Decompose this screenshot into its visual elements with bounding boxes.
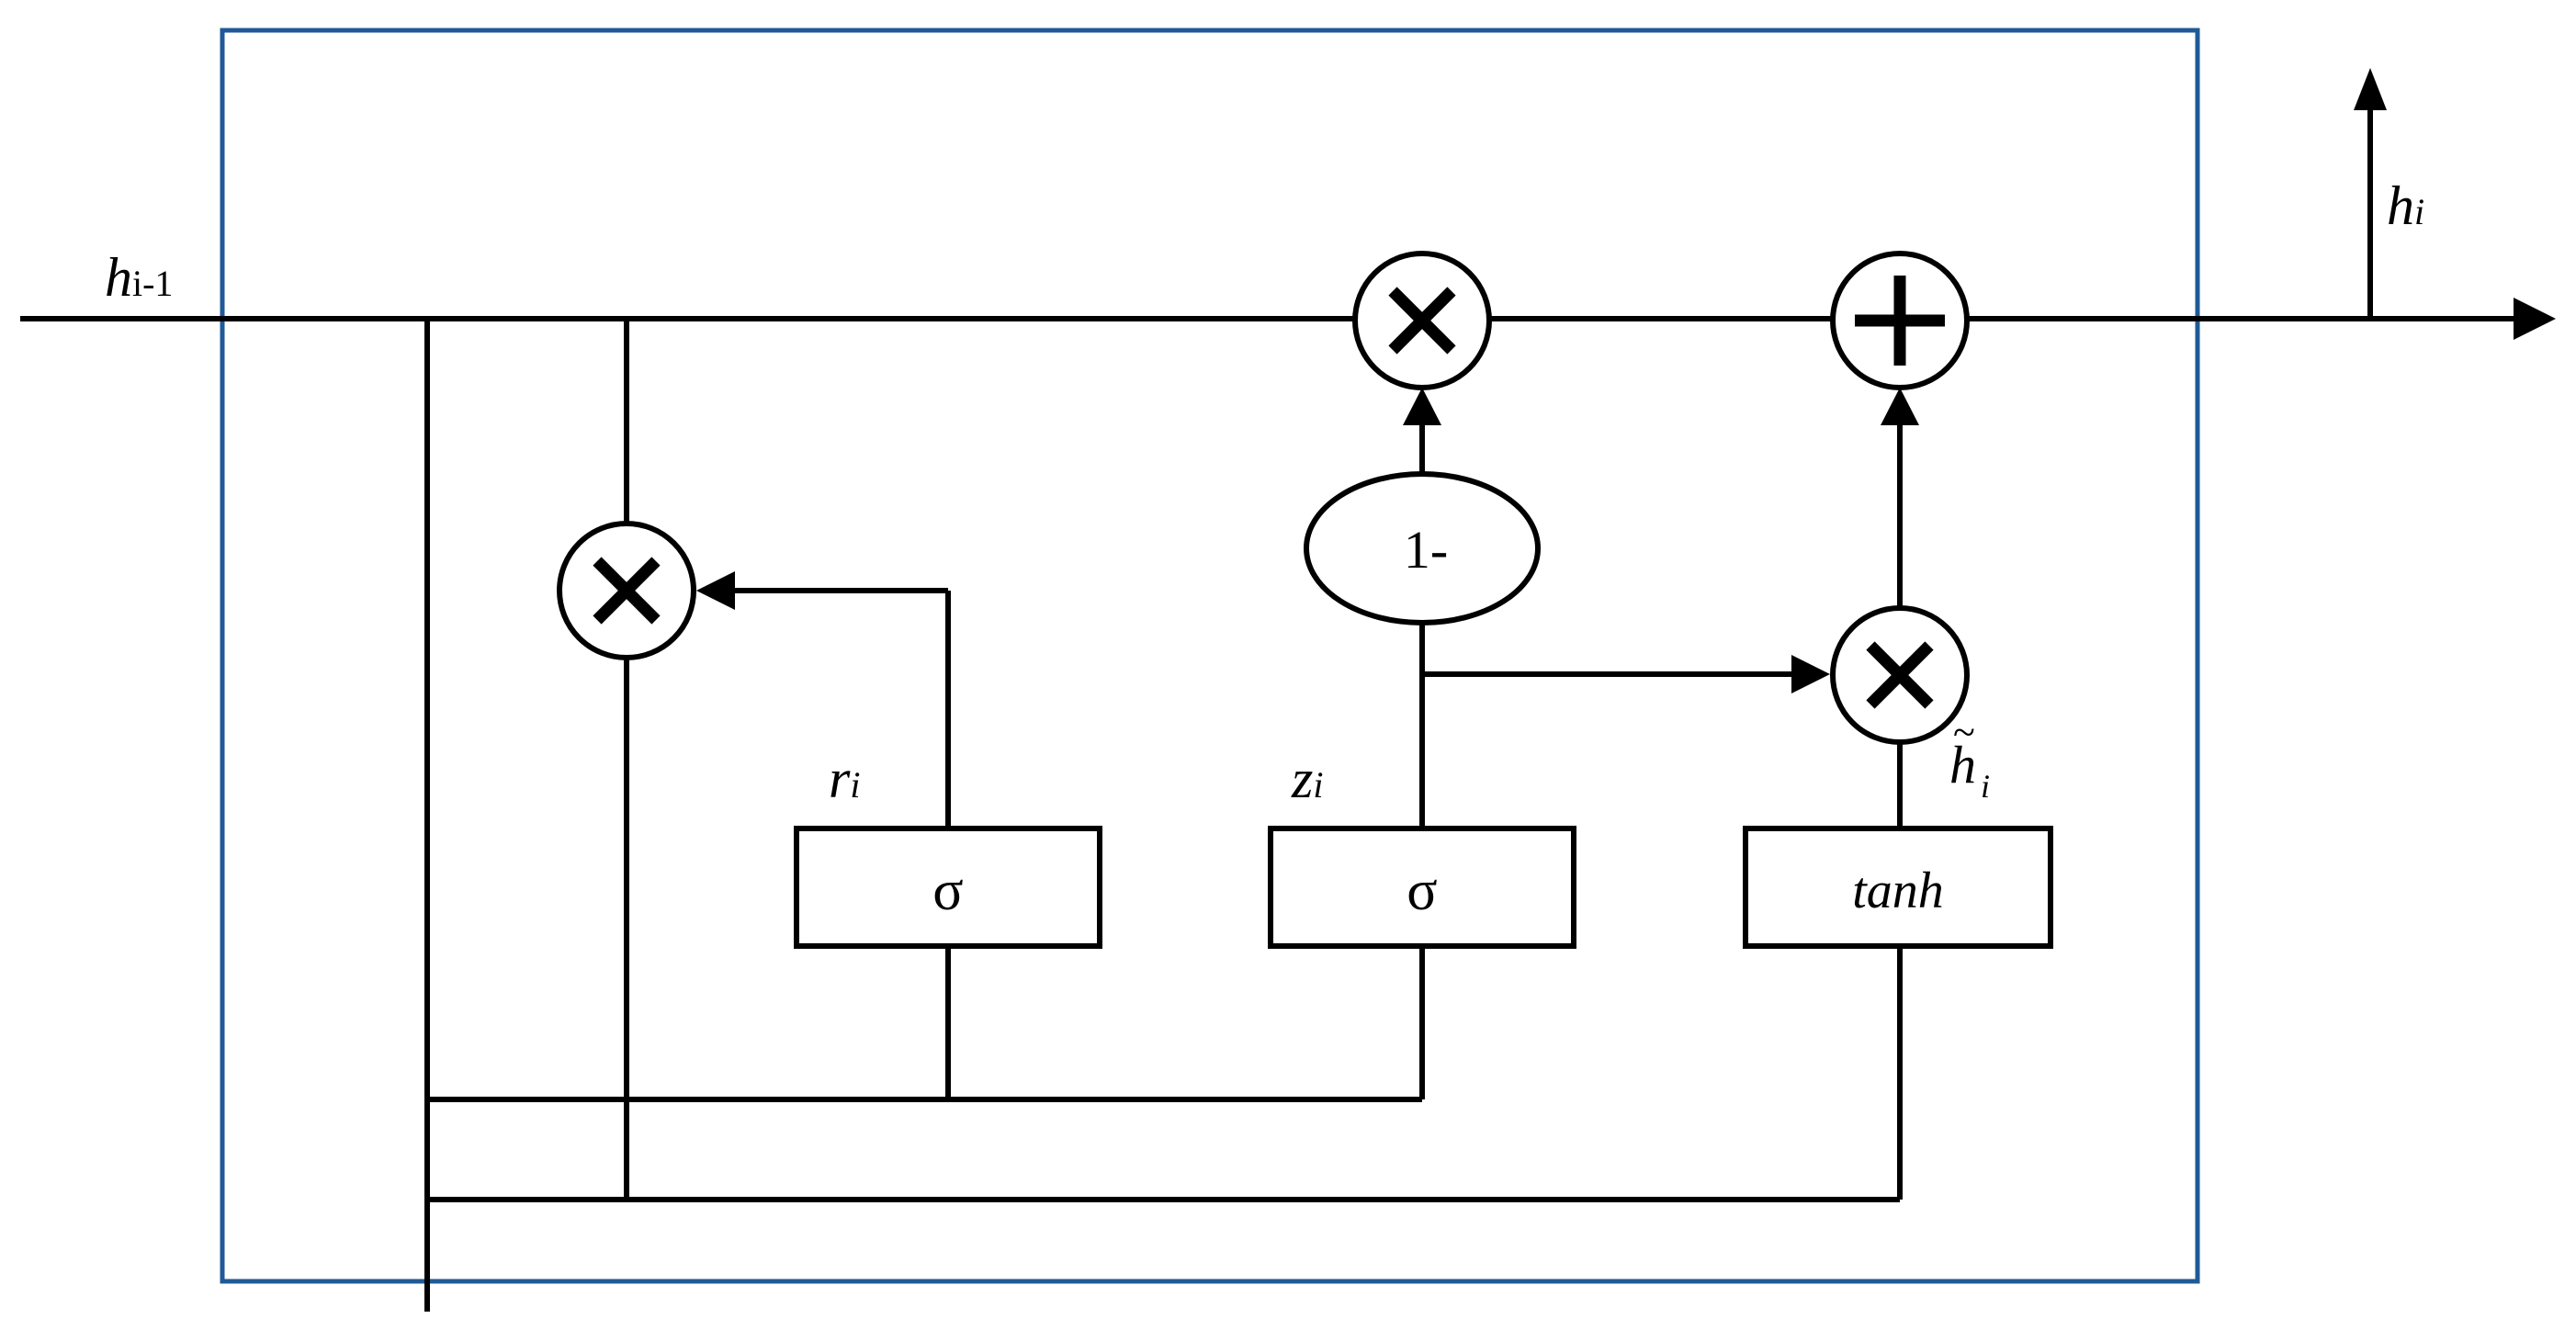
update-gate-box bbox=[1268, 826, 1576, 949]
candidate-symbol-tilde: ~ bbox=[1953, 710, 1975, 755]
input-hidden-label: hi-1 bbox=[105, 247, 173, 308]
candidate-box-label: tanh bbox=[1852, 862, 1944, 919]
reset-gate-box bbox=[794, 826, 1102, 949]
update-gate-label: σ bbox=[1407, 860, 1437, 922]
hidden-state-arrowhead bbox=[2514, 298, 2556, 340]
reset-gate-label: σ bbox=[932, 860, 963, 922]
cell-frame bbox=[220, 28, 2200, 1284]
update-arrowhead bbox=[1791, 655, 1830, 693]
reset-multiply-icon bbox=[557, 521, 696, 660]
candidate-multiply-icon bbox=[1830, 605, 1970, 745]
output-add-icon bbox=[1830, 251, 1970, 390]
add-arrowhead bbox=[1881, 388, 1919, 425]
update-gate-symbol: zi bbox=[1291, 749, 1323, 809]
output-hidden-label: hi bbox=[2387, 175, 2424, 236]
candidate-symbol-subscript: i bbox=[1981, 768, 1990, 805]
one-minus-label: 1- bbox=[1404, 520, 1448, 580]
one-minus-arrowhead bbox=[1403, 388, 1441, 425]
reset-gate-symbol: ri bbox=[829, 749, 860, 809]
one-minus-ellipse bbox=[1304, 471, 1541, 625]
update-multiply-icon bbox=[1352, 251, 1492, 390]
output-arrowhead bbox=[2354, 68, 2387, 110]
candidate-box bbox=[1743, 826, 2053, 949]
candidate-symbol: h bbox=[1949, 735, 1976, 794]
reset-arrowhead bbox=[696, 571, 735, 610]
